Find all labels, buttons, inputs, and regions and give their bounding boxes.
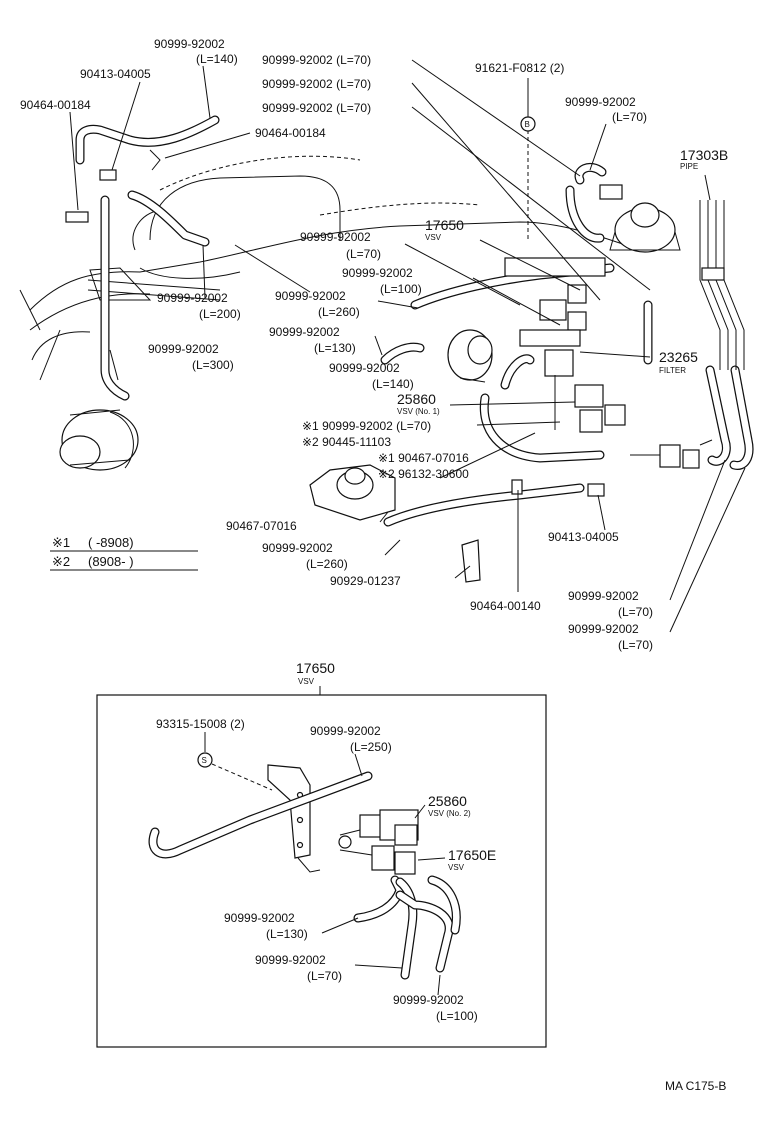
part-number-label: 90999-92002 (565, 95, 636, 109)
part-number-label: 90999-92002 (224, 911, 295, 925)
legend-range-1: ( -8908) (88, 535, 134, 550)
hose-length-label: (L=140) (196, 52, 238, 66)
legend-range-2: (8908- ) (88, 554, 134, 569)
connectors (65, 149, 605, 583)
part-name-label: PIPE (680, 162, 698, 171)
part-name-label: VSV (448, 863, 465, 872)
part-number-label: 90999-92002 (310, 724, 381, 738)
part-number-label: 90999-92002 (393, 993, 464, 1007)
part-number-label: 90999-92002 (L=70) (262, 101, 371, 115)
part-number-label: 90999-92002 (148, 342, 219, 356)
vsv-cluster (504, 257, 626, 433)
hose-length-label: (L=70) (307, 969, 342, 983)
hose-length-label: (L=100) (436, 1009, 478, 1023)
vacuum-actuator (599, 184, 681, 253)
inset-title: 17650 (296, 660, 335, 676)
part-number-label: 90999-92002 (300, 230, 371, 244)
part-number-label: 23265 (659, 349, 698, 365)
hose-length-label: (L=260) (318, 305, 360, 319)
part-name-label: FILTER (659, 366, 686, 375)
hose-length-label: (L=100) (380, 282, 422, 296)
part-number-label: 90929-01237 (330, 574, 401, 588)
hose-length-label: (L=260) (306, 557, 348, 571)
legend-mark-2: ※2 (52, 554, 70, 569)
hose-length-label: (L=250) (350, 740, 392, 754)
part-number-label: 90999-92002 (L=70) (262, 77, 371, 91)
hose-length-label: (L=140) (372, 377, 414, 391)
legend: ※1 ( -8908) ※2 (8908- ) (50, 535, 198, 571)
part-number-label: 90413-04005 (548, 530, 619, 544)
screw-marker-letter: S (202, 756, 207, 765)
leader-lines (69, 59, 746, 633)
part-number-label: 93315-15008 (2) (156, 717, 245, 731)
hose-length-label: (L=200) (199, 307, 241, 321)
part-number-label: 90464-00184 (20, 98, 91, 112)
part-number-label: 90999-92002 (L=70) (262, 53, 371, 67)
bolt-marker-b: B (520, 116, 536, 132)
hose-length-label: (L=70) (612, 110, 647, 124)
part-number-label: 91621-F0812 (2) (475, 61, 564, 75)
diaphragm-lower (309, 464, 396, 521)
part-number-label: 90999-92002 (568, 589, 639, 603)
part-number-label: ※2 96132-30600 (378, 467, 469, 481)
part-number-label: 25860 (428, 793, 467, 809)
part-number-label: 25860 (397, 391, 436, 407)
part-number-label: 90999-92002 (275, 289, 346, 303)
part-number-label: 90999-92002 (262, 541, 333, 555)
part-number-label: ※2 90445-11103 (302, 435, 391, 449)
hose-length-label: (L=70) (346, 247, 381, 261)
hose-length-label: (L=130) (314, 341, 356, 355)
part-number-label: 90999-92002 (568, 622, 639, 636)
part-number-label: 90999-92002 (157, 291, 228, 305)
hose-length-label: (L=70) (618, 638, 653, 652)
part-number-label: 90464-00184 (255, 126, 326, 140)
part-number-label: 90467-07016 (226, 519, 297, 533)
part-number-label: ※1 90467-07016 (378, 451, 469, 465)
part-number-label: 17303B (680, 147, 728, 163)
part-number-label: 90999-92002 (154, 37, 225, 51)
hose-length-label: (L=70) (618, 605, 653, 619)
hose-length-label: (L=130) (266, 927, 308, 941)
main-labels: 90999-92002 (L=140) 90413-04005 90464-00… (20, 37, 728, 652)
diagram-code: MA C175-B (665, 1079, 726, 1093)
part-number-label: 90999-92002 (255, 953, 326, 967)
part-number-label: 90999-92002 (342, 266, 413, 280)
inset-vsv: 17650 VSV S (96, 660, 547, 1048)
part-number-label: 17650E (448, 847, 496, 863)
part-number-label: 17650 (425, 217, 464, 233)
canister (447, 329, 493, 381)
hose-length-label: (L=300) (192, 358, 234, 372)
part-name-label: VSV (425, 233, 442, 242)
part-number-label: 90999-92002 (329, 361, 400, 375)
legend-mark-1: ※1 (52, 535, 70, 550)
inset-subtitle: VSV (298, 677, 315, 686)
vsv-right (630, 439, 713, 469)
pipe-17303b (699, 200, 745, 370)
part-number-label: ※1 90999-92002 (L=70) (302, 419, 431, 433)
part-name-label: VSV (No. 1) (397, 407, 440, 416)
pulley (59, 409, 139, 471)
bolt-marker-letter: B (525, 120, 530, 129)
part-number-label: 90999-92002 (269, 325, 340, 339)
part-number-label: 90464-00140 (470, 599, 541, 613)
part-name-label: VSV (No. 2) (428, 809, 471, 818)
part-number-label: 90413-04005 (80, 67, 151, 81)
